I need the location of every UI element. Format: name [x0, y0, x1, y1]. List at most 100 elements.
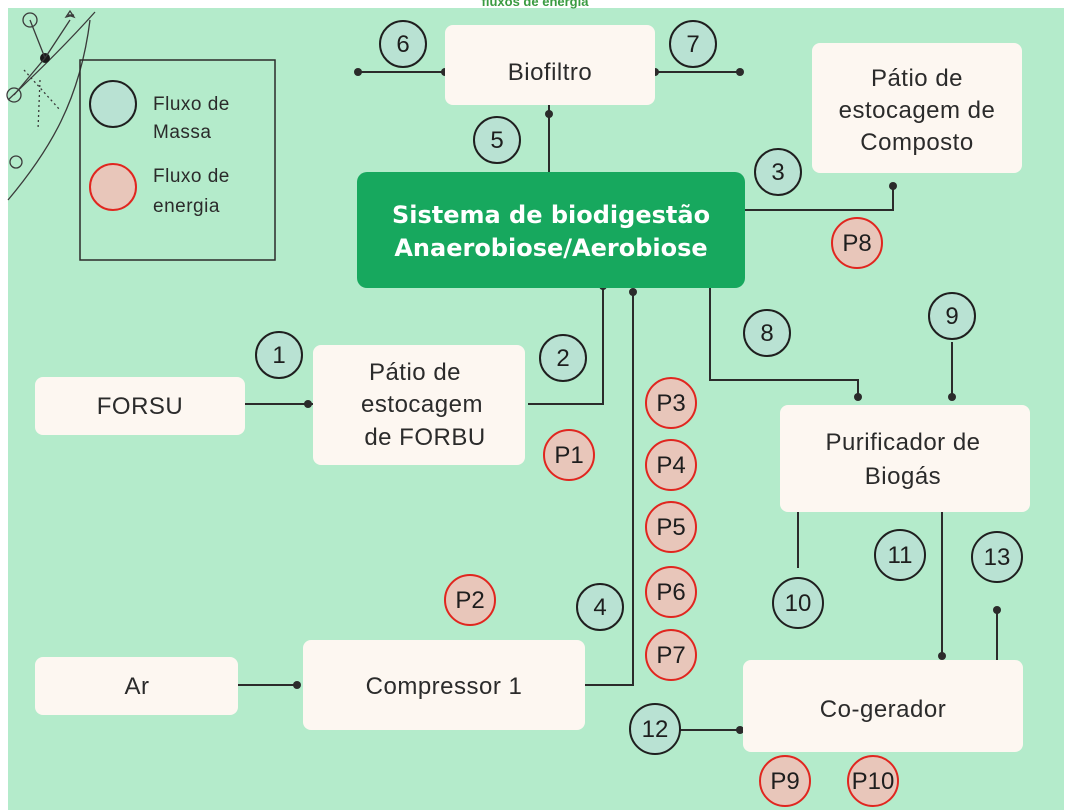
- mass-flow-9[interactable]: 9: [928, 292, 976, 340]
- mass-flow-3-label: 3: [771, 159, 784, 186]
- mass-flow-12[interactable]: 12: [629, 703, 681, 755]
- node-sistema-line2: Anaerobiose/Aerobiose: [394, 234, 707, 262]
- dot: [938, 652, 946, 660]
- legend-mass-circle: [89, 80, 137, 128]
- energy-flow-p3[interactable]: P3: [645, 377, 697, 429]
- energy-flow-p3-label: P3: [656, 390, 685, 417]
- node-patio-forbu-line1: Pátio de: [369, 359, 461, 386]
- node-patio-composto-line3: Composto: [860, 129, 973, 156]
- energy-flow-p9-label: P9: [770, 768, 799, 795]
- energy-flow-p6[interactable]: P6: [645, 566, 697, 618]
- node-ar-label: Ar: [125, 673, 150, 700]
- energy-flow-p6-label: P6: [656, 579, 685, 606]
- node-biofiltro-label: Biofiltro: [508, 59, 593, 86]
- energy-flow-p7[interactable]: P7: [645, 629, 697, 681]
- node-purificador-line1: Purificador de: [825, 429, 980, 456]
- energy-flow-p9[interactable]: P9: [759, 755, 811, 807]
- mass-flow-8-label: 8: [760, 320, 773, 347]
- node-biofiltro[interactable]: Biofiltro: [445, 25, 655, 105]
- legend-energy-label-line1: Fluxo de: [153, 166, 230, 187]
- node-cogerador[interactable]: Co-gerador: [743, 660, 1023, 752]
- mass-flow-13-label: 13: [984, 544, 1011, 571]
- node-purificador-line2: Biogás: [865, 463, 941, 490]
- dot: [293, 681, 301, 689]
- mass-flow-7-label: 7: [686, 31, 699, 58]
- mass-flow-6[interactable]: 6: [379, 20, 427, 68]
- mass-flow-1-label: 1: [272, 342, 285, 369]
- legend: Fluxo de Massa Fluxo de energia: [79, 59, 276, 261]
- mass-flow-2-label: 2: [556, 345, 569, 372]
- mass-flow-8[interactable]: 8: [743, 309, 791, 357]
- dot: [354, 68, 362, 76]
- node-sistema-biodigestao[interactable]: Sistema de biodigestão Anaerobiose/Aerob…: [357, 172, 745, 288]
- node-patio-forbu[interactable]: Pátio de estocagem de FORBU: [313, 345, 525, 465]
- dot: [545, 110, 553, 118]
- node-patio-composto[interactable]: Pátio de estocagem de Composto: [812, 43, 1022, 173]
- energy-flow-p2[interactable]: P2: [444, 574, 496, 626]
- legend-mass-label-line2: Massa: [153, 122, 211, 143]
- node-compressor[interactable]: Compressor 1: [303, 640, 585, 730]
- energy-flow-p4[interactable]: P4: [645, 439, 697, 491]
- connector-patio-sistema: [528, 286, 604, 405]
- dot: [629, 288, 637, 296]
- energy-flow-p5[interactable]: P5: [645, 501, 697, 553]
- energy-flow-p10-label: P10: [852, 768, 895, 795]
- energy-flow-p1[interactable]: P1: [543, 429, 595, 481]
- mass-flow-11-label: 11: [888, 542, 913, 569]
- diagram-title: fluxos de energia: [482, 0, 590, 9]
- dot: [736, 68, 744, 76]
- node-purificador[interactable]: Purificador de Biogás: [780, 405, 1030, 512]
- mass-flow-10[interactable]: 10: [772, 577, 824, 629]
- dot: [736, 726, 744, 734]
- legend-energy-circle: [89, 163, 137, 211]
- energy-flow-p1-label: P1: [554, 442, 583, 469]
- connectors: [238, 71, 998, 731]
- node-sistema-line1: Sistema de biodigestão: [392, 201, 710, 229]
- node-patio-composto-line1: Pátio de: [871, 65, 963, 92]
- node-forsu-label: FORSU: [97, 393, 184, 420]
- node-ar[interactable]: Ar: [35, 657, 238, 715]
- energy-flow-p8[interactable]: P8: [831, 217, 883, 269]
- dot: [304, 400, 312, 408]
- mass-flow-5[interactable]: 5: [473, 116, 521, 164]
- decorative-sketch: [6, 9, 96, 201]
- node-patio-forbu-line2: estocagem: [361, 391, 483, 418]
- connector-sistema-composto: [745, 187, 894, 211]
- mass-flow-4[interactable]: 4: [576, 583, 624, 631]
- connector-dots: [293, 68, 1001, 734]
- mass-flow-6-label: 6: [396, 31, 409, 58]
- mass-flow-9-label: 9: [945, 303, 958, 330]
- mass-flow-3[interactable]: 3: [754, 148, 802, 196]
- dot: [854, 393, 862, 401]
- node-cogerador-label: Co-gerador: [820, 696, 946, 723]
- energy-flow-p4-label: P4: [656, 452, 685, 479]
- mass-flow-4-label: 4: [593, 594, 606, 621]
- energy-flow-p7-label: P7: [656, 642, 685, 669]
- mass-flow-12-label: 12: [642, 716, 669, 743]
- energy-flow-p2-label: P2: [455, 587, 484, 614]
- energy-flow-p5-label: P5: [656, 514, 685, 541]
- connector-compressor-sistema: [585, 292, 634, 686]
- mass-flow-10-label: 10: [785, 590, 812, 617]
- mass-flow-7[interactable]: 7: [669, 20, 717, 68]
- node-patio-forbu-line3: de FORBU: [364, 424, 485, 451]
- dot: [948, 393, 956, 401]
- legend-mass-label-line1: Fluxo de: [153, 94, 230, 115]
- dot: [889, 182, 897, 190]
- mass-flow-13[interactable]: 13: [971, 531, 1023, 583]
- node-patio-composto-line2: estocagem de: [839, 97, 996, 124]
- mass-flow-1[interactable]: 1: [255, 331, 303, 379]
- energy-flow-p8-label: P8: [842, 230, 871, 257]
- node-compressor-label: Compressor 1: [366, 673, 523, 700]
- dot: [993, 606, 1001, 614]
- mass-flow-5-label: 5: [490, 127, 503, 154]
- connector-sistema-purificador: [709, 288, 859, 397]
- legend-box: [79, 59, 276, 261]
- legend-energy-label-line2: energia: [153, 196, 220, 217]
- mass-flow-11[interactable]: 11: [874, 529, 926, 581]
- energy-flow-p10[interactable]: P10: [847, 755, 899, 807]
- mass-flow-2[interactable]: 2: [539, 334, 587, 382]
- node-forsu[interactable]: FORSU: [35, 377, 245, 435]
